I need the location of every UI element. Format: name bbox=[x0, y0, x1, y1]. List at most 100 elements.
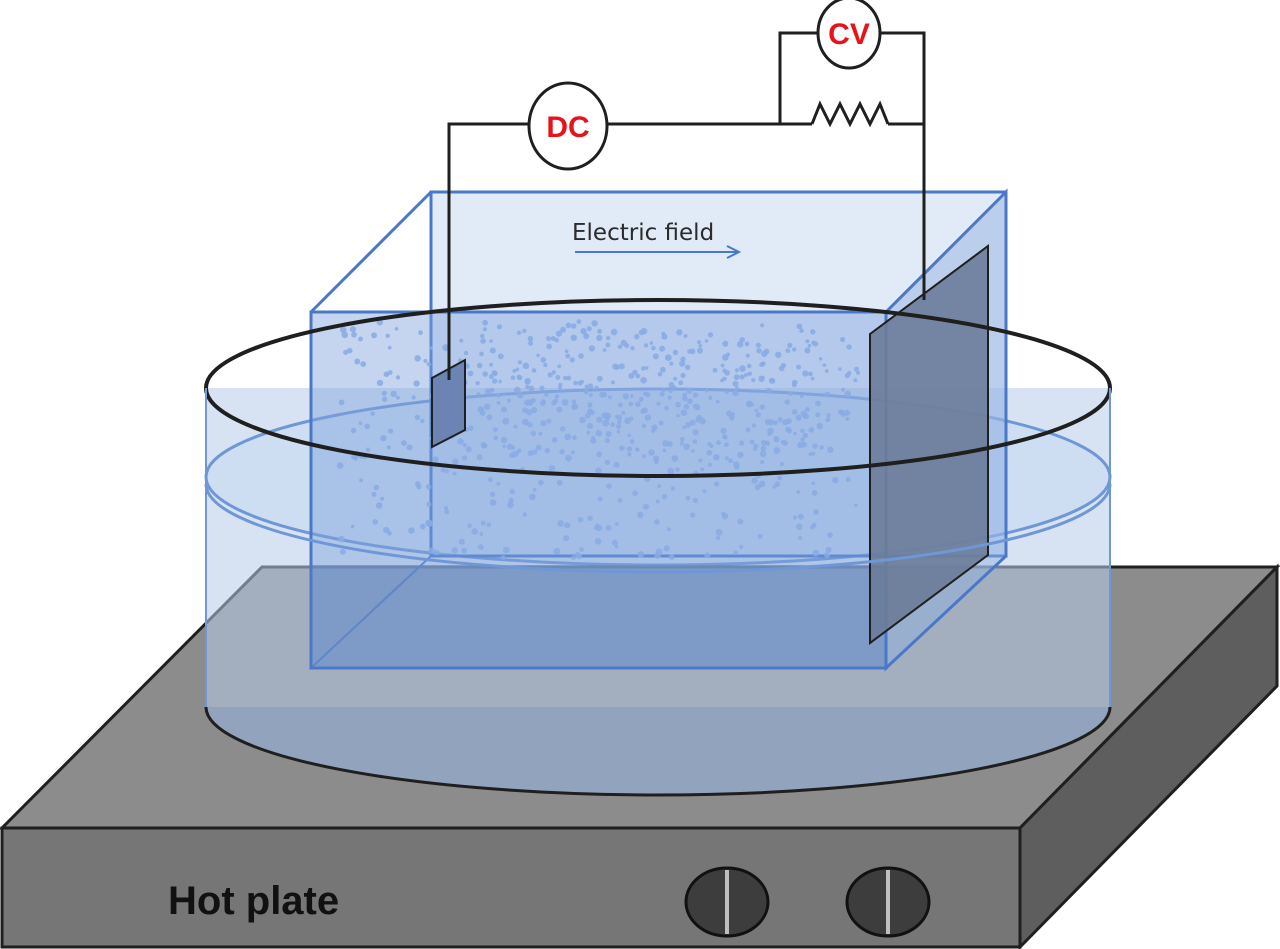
particle bbox=[737, 518, 744, 525]
particle bbox=[669, 361, 674, 366]
particle bbox=[444, 506, 448, 511]
knob-icon[interactable] bbox=[684, 866, 770, 938]
particle bbox=[787, 342, 793, 348]
particle bbox=[777, 475, 783, 481]
particle bbox=[634, 334, 640, 340]
particle bbox=[736, 341, 744, 348]
particle bbox=[722, 368, 727, 373]
particle bbox=[596, 416, 603, 423]
resistor-icon bbox=[810, 100, 890, 128]
particle bbox=[698, 458, 703, 463]
particle bbox=[420, 418, 425, 424]
particle bbox=[844, 373, 850, 379]
particle bbox=[574, 552, 581, 558]
particle bbox=[536, 353, 540, 358]
particle bbox=[524, 379, 531, 385]
particle bbox=[683, 443, 690, 451]
particle bbox=[687, 349, 692, 354]
particle bbox=[475, 381, 480, 386]
arrow-right-icon bbox=[575, 245, 742, 259]
particle bbox=[629, 439, 635, 444]
particle bbox=[768, 378, 774, 383]
particle bbox=[686, 398, 693, 405]
particle bbox=[500, 555, 506, 560]
particle bbox=[604, 437, 610, 444]
particle bbox=[615, 365, 620, 370]
particle bbox=[676, 413, 680, 418]
particle bbox=[491, 370, 497, 376]
particle bbox=[531, 368, 537, 373]
particle bbox=[594, 538, 602, 545]
particle bbox=[846, 344, 852, 350]
particle bbox=[712, 367, 718, 373]
particle bbox=[413, 380, 420, 387]
particle bbox=[558, 385, 562, 390]
particle bbox=[570, 323, 577, 329]
particle bbox=[691, 449, 695, 453]
particle bbox=[467, 370, 474, 377]
particle bbox=[503, 546, 510, 554]
particle bbox=[675, 401, 681, 408]
particle bbox=[733, 374, 740, 381]
particle bbox=[467, 523, 472, 529]
particle bbox=[805, 339, 810, 344]
particle bbox=[751, 378, 756, 383]
particle bbox=[746, 363, 752, 369]
particle bbox=[617, 419, 622, 425]
particle bbox=[816, 422, 824, 430]
particle bbox=[546, 336, 551, 342]
particle bbox=[613, 461, 620, 468]
particle bbox=[595, 467, 602, 475]
particle bbox=[641, 366, 646, 371]
particle bbox=[642, 503, 649, 510]
particle bbox=[616, 423, 622, 429]
particle bbox=[704, 552, 711, 559]
particle bbox=[745, 353, 750, 358]
particle bbox=[539, 385, 545, 391]
particle bbox=[611, 539, 618, 546]
particle bbox=[685, 495, 691, 501]
particle bbox=[655, 499, 660, 504]
particle bbox=[662, 448, 667, 453]
particle bbox=[692, 403, 698, 409]
particle bbox=[560, 426, 566, 432]
particle bbox=[628, 401, 634, 407]
particle bbox=[414, 481, 421, 487]
particle bbox=[716, 440, 721, 445]
particle bbox=[841, 412, 846, 417]
knob-icon[interactable] bbox=[845, 866, 931, 938]
particle bbox=[605, 525, 612, 531]
particle bbox=[844, 390, 851, 398]
particle bbox=[517, 360, 523, 365]
particle bbox=[538, 431, 543, 436]
particle bbox=[587, 515, 593, 521]
particle bbox=[586, 326, 592, 332]
particle bbox=[649, 341, 654, 345]
particle bbox=[651, 345, 656, 351]
particle bbox=[385, 333, 390, 338]
particle bbox=[754, 484, 761, 491]
particle bbox=[698, 344, 703, 348]
particle bbox=[564, 433, 572, 441]
particle bbox=[670, 486, 676, 491]
particle bbox=[594, 385, 599, 391]
particle bbox=[651, 424, 658, 431]
particle bbox=[566, 375, 572, 381]
particle bbox=[652, 455, 660, 462]
particle bbox=[457, 438, 464, 445]
particle bbox=[556, 406, 563, 413]
particle bbox=[744, 341, 750, 347]
particle bbox=[747, 371, 752, 377]
particle bbox=[532, 449, 538, 455]
particle bbox=[465, 446, 472, 453]
particle bbox=[728, 458, 733, 464]
particle bbox=[739, 374, 745, 380]
particle bbox=[796, 364, 801, 370]
particle bbox=[577, 517, 584, 523]
particle bbox=[386, 445, 391, 450]
particle bbox=[724, 442, 729, 448]
particle bbox=[496, 481, 501, 486]
particle bbox=[738, 440, 745, 446]
particle bbox=[692, 497, 698, 503]
particle bbox=[577, 380, 583, 386]
